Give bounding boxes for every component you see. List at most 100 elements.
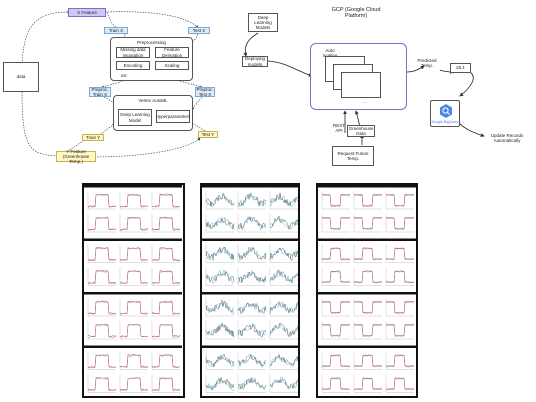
mini-axis — [205, 351, 234, 370]
mini-axis — [269, 321, 298, 340]
mini-series-line — [87, 323, 117, 339]
mini-series-line — [269, 354, 299, 367]
mini-axis — [237, 374, 266, 393]
mini-axis — [205, 374, 234, 393]
data-node: data — [3, 62, 39, 92]
x-feature-node: X Feature — [68, 8, 106, 17]
mini-series-line — [353, 301, 383, 313]
mini-series-line — [353, 217, 383, 230]
mini-axis — [269, 214, 298, 233]
greenhouse-data-node: Greenhouse Data — [347, 125, 375, 137]
mini-series-line — [87, 270, 117, 284]
mini-series-line — [87, 353, 117, 368]
mini-axis — [385, 244, 414, 263]
mini-axis — [353, 244, 382, 263]
mini-series-line — [237, 322, 266, 338]
mini-series-line — [151, 377, 181, 391]
y-feature-node: Y Feature (Greenhouse Temp.) — [56, 149, 96, 164]
mini-series-line — [205, 377, 235, 392]
etc-label: etc — [121, 73, 128, 78]
mini-series-line — [237, 270, 267, 283]
mini-axis — [237, 267, 266, 286]
mini-series-line — [269, 246, 299, 261]
bigquery-icon — [440, 104, 452, 118]
mini-axis — [385, 321, 414, 340]
mini-axis — [321, 191, 350, 210]
mini-series-line — [119, 270, 149, 285]
mini-series-line — [151, 247, 181, 262]
mini-series-line — [353, 355, 383, 368]
mini-axis — [237, 214, 266, 233]
mini-series-line — [119, 301, 149, 315]
mini-series-line — [237, 271, 267, 284]
mini-series-line — [385, 217, 414, 229]
mini-axis — [269, 298, 298, 317]
mini-series-line — [353, 217, 383, 230]
autoscaling-label: Auto Scaling — [323, 48, 338, 58]
mini-series-line — [321, 217, 351, 229]
mini-series-line — [385, 217, 415, 230]
band-divider — [318, 292, 416, 295]
mini-series-line — [119, 216, 149, 231]
mini-axis — [205, 267, 234, 286]
band-divider — [202, 345, 300, 348]
mini-series-line — [151, 300, 181, 315]
mini-axis — [87, 191, 116, 210]
mini-series-line — [385, 194, 415, 207]
mini-series-line — [151, 270, 181, 284]
mini-axis — [119, 191, 148, 210]
mini-series-line — [119, 193, 149, 208]
mini-series-line — [237, 246, 267, 261]
mini-series-line — [119, 324, 149, 338]
mini-series-line — [205, 355, 235, 367]
mini-series-line — [87, 377, 117, 391]
mini-series-line — [119, 354, 149, 369]
preproc-train-x-node: Preproc. Train X — [89, 87, 111, 97]
mini-axis — [237, 321, 266, 340]
mini-axis — [205, 321, 234, 340]
band-divider — [318, 345, 416, 348]
band-divider — [202, 292, 300, 295]
mini-axis — [269, 267, 298, 286]
scaling-node: Scaling — [155, 61, 189, 70]
mini-series-line — [87, 270, 117, 285]
mini-axis — [87, 267, 116, 286]
mini-series-line — [237, 302, 267, 315]
mini-series-line — [321, 301, 351, 314]
mini-series-line — [151, 216, 181, 231]
mini-axis — [119, 351, 148, 370]
mini-series-line — [321, 247, 351, 260]
mini-series-line — [385, 378, 414, 391]
mini-series-line — [87, 193, 117, 208]
mini-series-line — [119, 246, 149, 261]
mini-series-line — [269, 301, 299, 314]
mini-axis — [321, 351, 350, 370]
mini-axis — [353, 374, 382, 393]
mini-series-line — [321, 217, 351, 230]
mini-series-line — [321, 271, 351, 284]
dl-models-node: Deep Learning Models — [248, 13, 278, 32]
mini-series-line — [269, 247, 299, 259]
mini-series-line — [385, 271, 415, 284]
band-divider — [202, 238, 300, 241]
encoding-node: Encoding — [116, 61, 150, 70]
mini-axis — [237, 351, 266, 370]
mini-series-line — [385, 324, 415, 337]
preproc-test-x-node: Preproc. Test X — [195, 86, 215, 97]
mini-series-line — [87, 301, 116, 315]
mini-axis — [119, 214, 148, 233]
mini-axis — [353, 298, 382, 317]
mini-series-line — [87, 323, 117, 338]
mini-series-line — [237, 246, 267, 262]
mini-series-line — [269, 216, 299, 230]
mini-series-line — [237, 377, 267, 390]
mini-axis — [353, 191, 382, 210]
mini-series-line — [205, 246, 235, 261]
mini-series-line — [386, 323, 415, 336]
mini-series-line — [87, 216, 117, 231]
mini-axis — [237, 298, 266, 317]
mini-axis — [119, 298, 148, 317]
mini-series-line — [119, 270, 149, 284]
mini-series-line — [151, 354, 180, 369]
